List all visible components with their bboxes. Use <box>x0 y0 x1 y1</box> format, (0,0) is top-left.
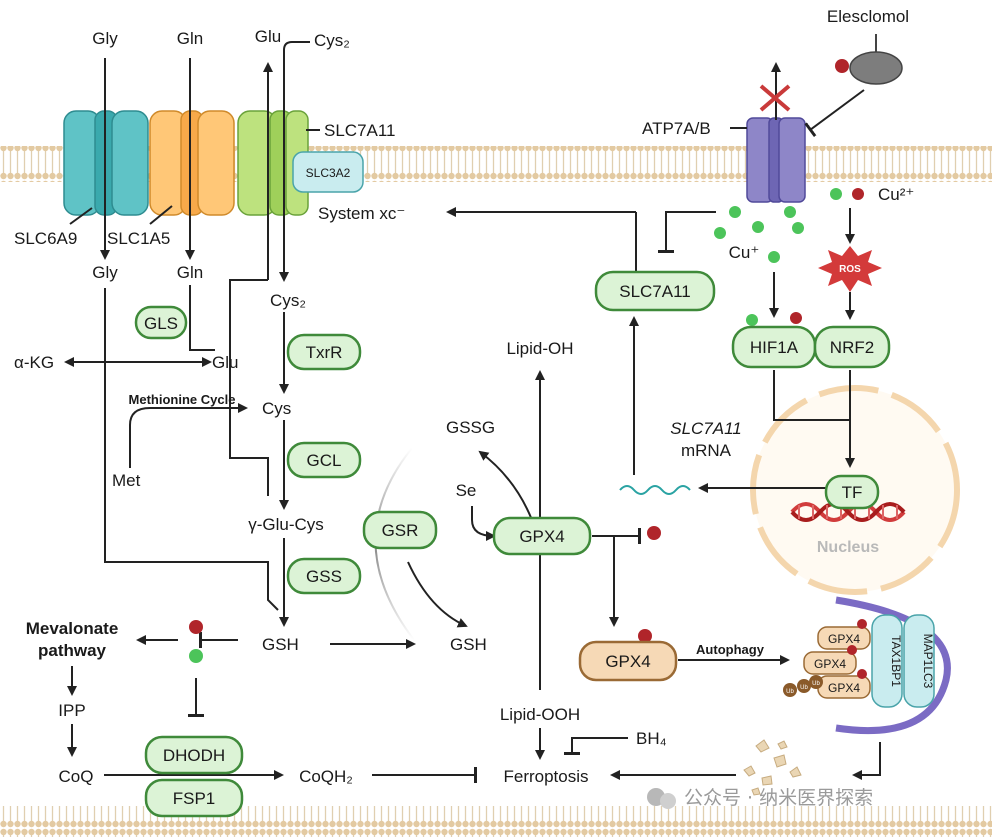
ub-label-3: Ub <box>812 681 820 687</box>
gpx4-cargo-a: GPX4 <box>828 632 860 646</box>
nrf2-enzyme: NRF2 <box>813 325 891 369</box>
gsh-right-label: GSH <box>450 635 487 654</box>
gcl-label: GCL <box>307 451 342 470</box>
hif1a-enzyme: HIF1A <box>731 325 817 369</box>
slc7a11-enzyme-label: SLC7A11 <box>619 282 691 301</box>
slc6a9-label: SLC6A9 <box>14 229 77 248</box>
gss-label: GSS <box>306 567 342 586</box>
gly-out-label: Gly <box>92 29 118 48</box>
iron-ions <box>189 188 864 643</box>
gln-in-label: Gln <box>177 263 203 282</box>
gln-out-label: Gln <box>177 29 203 48</box>
met-label: Met <box>112 471 141 490</box>
autophagy-label: Autophagy <box>696 642 765 657</box>
bh4-label: BH₄ <box>636 729 667 748</box>
nrf2-label: NRF2 <box>830 338 874 357</box>
ub-label-2: Ub <box>800 685 808 691</box>
cys-label: Cys <box>262 399 291 418</box>
slc3a2-box: SLC3A2 <box>292 151 364 193</box>
mrna-word-label: mRNA <box>681 441 732 460</box>
elesclomol-label: Elesclomol <box>827 7 909 26</box>
cys2-in-label: Cys₂ <box>270 291 306 310</box>
se-label: Se <box>456 481 477 500</box>
lipid-ooh-label: Lipid-OOH <box>500 705 580 724</box>
slc1a5-label: SLC1A5 <box>107 229 170 248</box>
methionine-cycle-label: Methionine Cycle <box>128 392 236 407</box>
gpx4-degrading-label: GPX4 <box>605 652 650 671</box>
gsr-label: GSR <box>382 521 419 540</box>
ub-label-1: Ub <box>786 689 794 695</box>
ferroptosis-label: Ferroptosis <box>503 767 588 786</box>
mevalonate-title-1: Mevalonate <box>26 619 119 638</box>
gpx4-enzyme: GPX4 <box>492 516 592 556</box>
gss-enzyme: GSS <box>286 557 362 595</box>
ros-label: ROS <box>839 264 861 275</box>
elesclomol-molecule <box>835 34 903 85</box>
mrna-wave-icon <box>619 485 691 495</box>
methionine-cycle-box: Methionine Cycle <box>128 392 236 407</box>
lipid-oh-label: Lipid-OH <box>506 339 573 358</box>
autophagosome-membrane <box>835 596 951 735</box>
slc7a11-enzyme: SLC7A11 <box>594 270 716 312</box>
gsh-left-label: GSH <box>262 635 299 654</box>
fsp1-enzyme: FSP1 <box>144 778 244 818</box>
coq-label: CoQ <box>59 767 94 786</box>
gcl-enzyme: GCL <box>286 441 362 479</box>
watermark-text: 公众号 · 纳米医界探索 <box>684 787 873 809</box>
gls-label: GLS <box>144 314 178 333</box>
blocked-cross-icon <box>759 84 791 112</box>
gpx4-cargo-b: GPX4 <box>814 657 846 671</box>
tf-enzyme: TF <box>824 474 880 510</box>
glu-out-label: Glu <box>255 27 281 46</box>
gpx4-cargo: GPX4 GPX4 GPX4 Ub Ub Ub <box>783 619 871 699</box>
system-xc-label: System xc⁻ <box>318 204 405 223</box>
ros-burst-icon: ROS <box>818 246 882 292</box>
mrna-gene-label: SLC7A11 <box>670 419 742 438</box>
cell-debris-icon <box>743 739 802 796</box>
gls-enzyme: GLS <box>134 305 188 340</box>
gpx4-cargo-c: GPX4 <box>828 681 860 695</box>
txrr-enzyme: TxrR <box>286 333 362 371</box>
map1lc3-label: MAP1LC3 <box>921 634 935 689</box>
gssg-label: GSSG <box>446 418 495 437</box>
glu-in-label: Glu <box>212 353 238 372</box>
mevalonate-title-2: pathway <box>38 641 107 660</box>
cu1-label: Cu⁺ <box>729 243 760 262</box>
akg-label: α-KG <box>14 353 54 372</box>
fsp1-label: FSP1 <box>173 789 216 808</box>
gglucys-label: γ-Glu-Cys <box>248 515 324 534</box>
slc1a5-channel <box>149 110 235 216</box>
gly-in-label: Gly <box>92 263 118 282</box>
hif1a-label: HIF1A <box>750 338 799 357</box>
dhodh-label: DHODH <box>163 746 225 765</box>
atp7ab-label: ATP7A/B <box>642 119 711 138</box>
dhodh-enzyme: DHODH <box>144 735 244 775</box>
coqh2-label: CoQH₂ <box>299 767 353 786</box>
gpx4-label: GPX4 <box>519 527 564 546</box>
tf-label: TF <box>842 483 863 502</box>
cys2-out-label: Cys₂ <box>314 31 350 50</box>
atp7ab-channel <box>746 117 806 203</box>
gsr-enzyme: GSR <box>362 510 438 550</box>
tax1bp1-label: TAX1BP1 <box>889 635 903 687</box>
arrows <box>64 41 881 783</box>
tax1bp1-receptor: TAX1BP1 <box>871 614 903 708</box>
nucleus-label: Nucleus <box>817 539 879 556</box>
copper-ions <box>189 188 842 663</box>
cu2-label: Cu²⁺ <box>878 185 914 204</box>
txrr-label: TxrR <box>306 343 343 362</box>
ipp-label: IPP <box>58 701 85 720</box>
watermark: 公众号 · 纳米医界探索 <box>647 787 873 809</box>
gpx4-degrading: GPX4 <box>578 640 678 682</box>
slc3a2-label: SLC3A2 <box>306 166 351 180</box>
map1lc3-receptor: MAP1LC3 <box>903 614 935 708</box>
slc7a11-transporter-label: SLC7A11 <box>324 121 396 140</box>
plasma-membrane <box>0 146 992 182</box>
